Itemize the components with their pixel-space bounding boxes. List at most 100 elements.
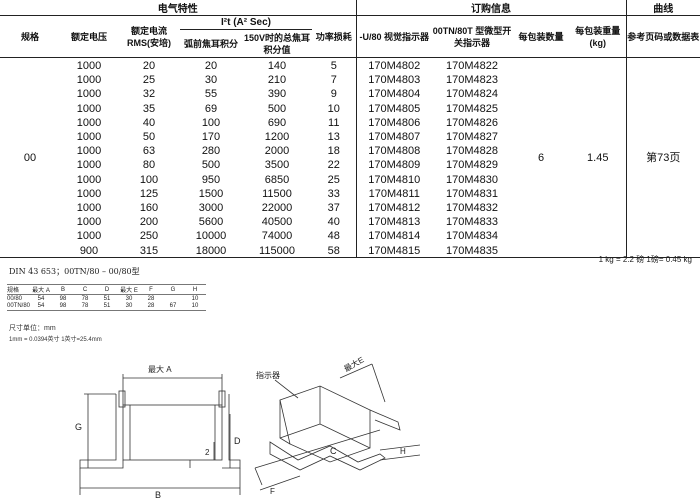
total-i2t-cell: 3500 [264, 159, 290, 172]
power-loss-cell: 7 [330, 74, 337, 87]
catalog-switch-cell: 170M4833 [446, 216, 498, 229]
catalog-visual-cell: 170M4811 [355, 185, 432, 201]
col-pack-weight: 每包装重量 (kg) [570, 15, 626, 58]
power-loss-cell: 25 [327, 173, 340, 186]
total-i2t-cell: 6850 [264, 173, 290, 186]
din-title: DIN 43 653；00TN/80 – 00/80型 [9, 267, 140, 276]
prearc-cell: 170 [201, 131, 221, 144]
col-current: 额定电流 RMS(安培) [118, 15, 180, 58]
prearc-cell: 500 [201, 159, 221, 172]
dimension-cell: 30 [125, 295, 133, 302]
col-loss: 功率损耗 [312, 15, 356, 58]
prearc-cell: 55 [204, 88, 218, 101]
catalog-visual-cell: 170M4814 [355, 228, 432, 243]
prearc-cell: 3000 [198, 202, 224, 215]
dimension-cell: 78 [74, 302, 97, 311]
dimension-cell: 78 [81, 295, 89, 302]
col-indicator-switch: 00TN/80T 型微型开关指示器 [432, 15, 512, 58]
catalog-switch-cell: 170M4830 [446, 173, 498, 186]
prearc-cell: 20 [204, 60, 218, 72]
total-i2t-cell: 11500 [262, 187, 292, 200]
dimension-cell: 10 [184, 302, 207, 311]
catalog-visual-cell: 170M4810 [355, 171, 432, 186]
label-h: H [400, 447, 406, 456]
dimension-header-cell: 最大 A [30, 284, 53, 295]
voltage-cell: 1000 [76, 102, 102, 115]
catalog-visual-cell: 170M4803 [355, 72, 432, 87]
label-d: D [234, 436, 241, 446]
voltage-cell: 1000 [76, 145, 102, 158]
weight-conversion-note: 1 kg = 2.2 磅 1磅= 0.45 kg [598, 255, 692, 264]
col-voltage: 额定电压 [60, 15, 118, 58]
catalog-switch-cell: 170M4824 [446, 88, 498, 101]
current-cell: 20 [142, 60, 156, 72]
units-label: 尺寸单位：mm [9, 325, 56, 332]
voltage-cell: 1000 [76, 60, 102, 72]
voltage-cell: 900 [60, 242, 118, 258]
label-g: G [75, 422, 82, 432]
electrical-header: 电气特性 [0, 0, 356, 16]
catalog-visual-cell: 170M4813 [355, 214, 432, 229]
dimension-cell: 67 [162, 302, 185, 311]
catalog-switch-cell: 170M4826 [446, 116, 498, 129]
dimension-header-cell: H [184, 284, 207, 295]
prearc-cell: 950 [201, 173, 221, 186]
dimension-cell: 98 [52, 302, 75, 311]
dimension-cell: 54 [37, 295, 45, 302]
col-pack-qty: 每包装数量 [512, 15, 570, 58]
current-cell: 25 [142, 74, 156, 87]
current-cell: 200 [139, 216, 159, 229]
catalog-switch-cell: 170M4829 [446, 159, 498, 172]
voltage-cell: 1000 [76, 173, 102, 186]
label-max-a: 最大 A [148, 364, 172, 374]
total-i2t-cell: 40500 [261, 216, 293, 229]
dimension-cell: 51 [96, 302, 119, 311]
current-cell: 160 [139, 202, 159, 215]
current-cell: 63 [142, 145, 156, 158]
catalog-visual-cell: 170M4809 [355, 157, 432, 172]
dimension-cell: 28 [147, 295, 155, 302]
power-loss-cell: 9 [330, 88, 337, 101]
curve-header: 曲线 [625, 0, 700, 16]
total-i2t-cell: 2000 [264, 145, 290, 158]
pack-weight-cell: 1.45 [570, 57, 626, 258]
fuse-drawings: 最大 A G 2 D B 指示器 最大E C F H [75, 354, 421, 500]
dimension-cell: 00/80 [7, 295, 23, 302]
prearc-cell: 100 [201, 116, 221, 129]
label-b: B [155, 490, 161, 500]
isometric-view-drawing [254, 363, 421, 491]
dimension-header-cell: 规格 [7, 284, 31, 295]
total-i2t-cell: 74000 [261, 230, 293, 243]
power-loss-cell: 40 [327, 216, 340, 229]
prearc-cell: 1500 [198, 187, 224, 200]
total-i2t-cell: 22000 [261, 202, 293, 215]
catalog-visual-cell: 170M4807 [355, 129, 432, 144]
dimension-cell: 51 [103, 295, 111, 302]
spec-table-block: 电气特性 订购信息 曲线 规格 额定电压 额定电流 RMS(安培) I²t (A… [0, 0, 700, 258]
pack-qty-cell: 6 [512, 57, 570, 258]
col-model: 规格 [0, 15, 60, 58]
power-loss-cell: 58 [312, 242, 356, 258]
total-i2t-cell: 115000 [242, 242, 312, 258]
model-cell: 00 [0, 57, 60, 258]
current-cell: 315 [118, 242, 180, 258]
voltage-cell: 1000 [76, 159, 102, 172]
label-indicator: 指示器 [256, 370, 280, 380]
voltage-cell: 1000 [76, 131, 102, 144]
col-prearc: 弧前焦耳积分 [180, 29, 242, 58]
prearc-cell: 5600 [198, 216, 224, 229]
dimension-header-cell: 最大 E [118, 284, 141, 295]
current-cell: 80 [142, 159, 156, 172]
catalog-visual-cell: 170M4805 [355, 100, 432, 115]
units-conversion: 1mm = 0.0394英寸 1英寸=25.4mm [9, 337, 102, 343]
ordering-header: 订购信息 [355, 0, 626, 16]
catalog-switch-cell: 170M4831 [446, 187, 498, 200]
power-loss-cell: 37 [327, 202, 340, 215]
